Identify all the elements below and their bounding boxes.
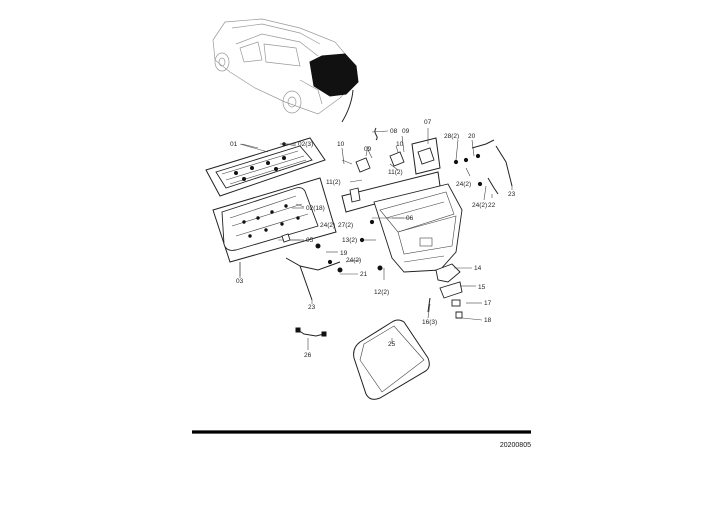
callout-09-b: 09 bbox=[364, 146, 372, 153]
tailgate-highlight bbox=[309, 53, 359, 97]
callout-05: 05 bbox=[306, 237, 314, 244]
pointer-line bbox=[341, 89, 354, 123]
callout-02-18: 02(18) bbox=[306, 205, 325, 212]
callout-21: 21 bbox=[360, 271, 368, 278]
cable-harness bbox=[295, 327, 327, 337]
callout-23-b: 23 bbox=[508, 191, 516, 198]
callout-16: 16(3) bbox=[422, 319, 437, 326]
callout-07: 07 bbox=[424, 119, 432, 126]
callout-24-c: 24(2) bbox=[456, 181, 471, 188]
callout-10-b: 10 bbox=[396, 141, 404, 148]
callout-11-a: 11(2) bbox=[326, 179, 341, 186]
gas-struts bbox=[285, 139, 513, 301]
fasteners bbox=[315, 153, 483, 273]
callout-28: 28(2) bbox=[444, 133, 459, 140]
callout-17: 17 bbox=[484, 300, 492, 307]
callout-22: 22 bbox=[488, 202, 496, 209]
callout-19: 19 bbox=[340, 250, 348, 257]
callout-27: 27(2) bbox=[338, 222, 353, 229]
callout-13: 13(2) bbox=[342, 237, 357, 244]
callout-06: 06 bbox=[406, 215, 414, 222]
callout-08: 08 bbox=[390, 128, 398, 135]
lock-handle-parts bbox=[427, 263, 463, 319]
callout-02-3: 02(3) bbox=[298, 141, 313, 148]
callout-10-a: 10 bbox=[337, 141, 345, 148]
callout-18: 18 bbox=[484, 317, 492, 324]
drawing-code: 20200805 bbox=[500, 442, 531, 449]
callout-20: 20 bbox=[468, 133, 476, 140]
callout-24-b: 24(2) bbox=[346, 257, 361, 264]
weather-seal bbox=[353, 319, 430, 400]
spoiler-box bbox=[205, 137, 326, 197]
callout-26: 26 bbox=[304, 352, 312, 359]
callout-09-a: 09 bbox=[402, 128, 410, 135]
callout-24-d: 24(2) bbox=[472, 202, 487, 209]
callout-24-a: 24(2) bbox=[320, 222, 335, 229]
trim-panel-box bbox=[212, 177, 337, 278]
callout-14: 14 bbox=[474, 265, 482, 272]
callout-01: 01 bbox=[230, 141, 238, 148]
tailgate-body bbox=[373, 183, 463, 273]
callout-12: 12(2) bbox=[374, 289, 389, 296]
callout-11-b: 11(2) bbox=[388, 169, 403, 176]
callout-03: 03 bbox=[236, 278, 244, 285]
callout-23-a: 23 bbox=[308, 304, 316, 311]
callout-15: 15 bbox=[478, 284, 486, 291]
leader-lines bbox=[239, 128, 513, 350]
callout-25: 25 bbox=[388, 341, 396, 348]
callout-labels: 01 02(3) 02(18) 03 05 06 07 08 09 09 10 … bbox=[230, 119, 516, 359]
